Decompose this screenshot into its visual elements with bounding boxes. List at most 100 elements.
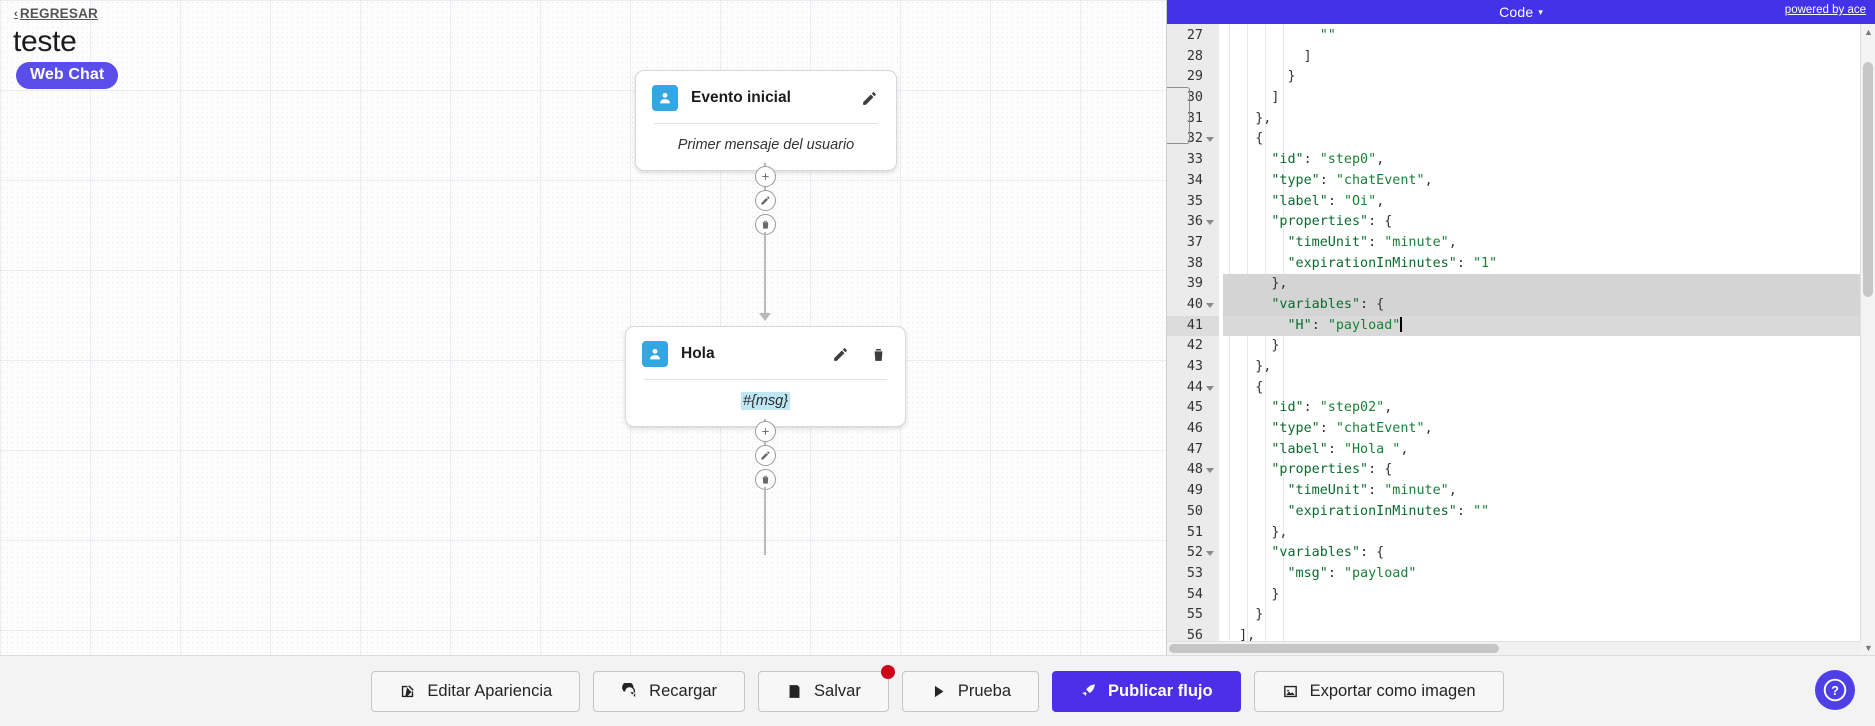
code-line[interactable]: }	[1223, 338, 1280, 354]
fold-toggle-icon[interactable]	[1206, 468, 1214, 474]
code-line[interactable]: },	[1223, 274, 1875, 295]
fold-toggle-icon[interactable]	[1206, 220, 1214, 226]
line-number[interactable]: 51	[1186, 524, 1203, 540]
code-line[interactable]: ],	[1223, 627, 1256, 643]
line-number[interactable]: 43	[1186, 359, 1203, 374]
edit-appearance-button[interactable]: Editar Apariencia	[371, 670, 581, 712]
pencil-icon[interactable]	[832, 346, 849, 363]
code-line[interactable]: "type": "chatEvent",	[1271, 172, 1433, 188]
line-number[interactable]: 47	[1186, 441, 1203, 457]
pencil-icon[interactable]	[755, 445, 776, 466]
code-line[interactable]: }	[1223, 586, 1280, 602]
code-line[interactable]: "label": "Hola ",	[1271, 441, 1409, 457]
line-number[interactable]: 53	[1186, 565, 1203, 581]
flow-node-hola[interactable]: Hola #{msg}	[625, 326, 906, 427]
line-number[interactable]: 52	[1167, 543, 1219, 564]
line-number[interactable]: 39	[1186, 276, 1203, 292]
line-number[interactable]: 36	[1167, 212, 1219, 233]
code-line[interactable]: ]	[1223, 48, 1312, 64]
trash-icon[interactable]	[870, 346, 887, 363]
fold-toggle-icon[interactable]	[1206, 302, 1214, 308]
reload-button[interactable]: Recargar	[593, 670, 746, 712]
help-button[interactable]: ?	[1815, 670, 1855, 710]
code-text-area[interactable]: "" ] } ] }, { "id": "step0", "type": "ch…	[1219, 24, 1875, 655]
scrollbar-thumb[interactable]	[1169, 644, 1499, 653]
pencil-icon[interactable]	[755, 190, 776, 211]
fold-toggle-icon[interactable]	[1206, 551, 1214, 557]
line-number[interactable]: 37	[1186, 234, 1203, 250]
editor-horizontal-scrollbar[interactable]	[1167, 641, 1861, 655]
line-number[interactable]: 35	[1186, 193, 1203, 209]
line-number[interactable]: 31	[1186, 110, 1203, 126]
code-line[interactable]: "properties": {	[1271, 462, 1393, 478]
line-number[interactable]: 32	[1167, 129, 1219, 150]
publish-flow-button[interactable]: Publicar flujo	[1052, 670, 1241, 712]
code-line[interactable]: "type": "chatEvent",	[1271, 421, 1433, 437]
line-number[interactable]: 40	[1167, 295, 1219, 316]
code-line[interactable]: }	[1223, 607, 1264, 623]
line-number[interactable]: 45	[1186, 400, 1203, 416]
code-line[interactable]: "variables": {	[1271, 545, 1385, 561]
line-number[interactable]: 48	[1167, 460, 1219, 481]
line-number[interactable]: 28	[1186, 48, 1203, 64]
code-line[interactable]: "msg": "payload"	[1287, 565, 1417, 581]
code-line[interactable]: },	[1223, 524, 1288, 540]
line-number[interactable]: 44	[1167, 378, 1219, 399]
trash-icon[interactable]	[755, 469, 776, 490]
back-link[interactable]: ‹ REGRESAR	[14, 6, 98, 21]
line-number[interactable]: 42	[1186, 338, 1203, 354]
flow-canvas[interactable]: ‹ REGRESAR teste Web Chat Evento inicial…	[0, 0, 1166, 726]
line-number[interactable]: 49	[1186, 483, 1203, 499]
powered-by-link[interactable]: powered by ace	[1784, 4, 1866, 16]
connector-actions[interactable]	[755, 166, 776, 235]
export-image-button[interactable]: Exportar como imagen	[1253, 670, 1504, 712]
plus-icon[interactable]	[755, 166, 776, 187]
fold-toggle-icon[interactable]	[1206, 137, 1214, 143]
code-line[interactable]: {	[1223, 131, 1264, 147]
line-number[interactable]: 56	[1186, 627, 1203, 643]
plus-icon[interactable]	[755, 421, 776, 442]
code-line[interactable]: ]	[1223, 90, 1280, 106]
code-line[interactable]: "id": "step0",	[1271, 152, 1385, 168]
connector-line	[764, 487, 766, 555]
fold-toggle-icon[interactable]	[1206, 385, 1214, 391]
line-number[interactable]: 29	[1186, 69, 1203, 85]
editor-vertical-scrollbar[interactable]: ▲ ▼	[1860, 24, 1875, 655]
code-line[interactable]: "timeUnit": "minute",	[1287, 234, 1457, 250]
code-line[interactable]: },	[1223, 359, 1272, 374]
chevron-down-icon[interactable]: ▾	[1538, 6, 1543, 17]
line-number[interactable]: 34	[1186, 172, 1203, 188]
code-line[interactable]: {	[1223, 379, 1264, 395]
scrollbar-thumb[interactable]	[1863, 62, 1873, 297]
code-line[interactable]: "label": "Oi",	[1271, 193, 1385, 209]
code-line[interactable]: "properties": {	[1271, 214, 1393, 230]
flow-node-evento-inicial[interactable]: Evento inicial Primer mensaje del usuari…	[635, 70, 897, 171]
code-line[interactable]: },	[1223, 110, 1272, 126]
test-button[interactable]: Prueba	[901, 670, 1040, 712]
line-number[interactable]: 33	[1186, 152, 1203, 168]
line-number[interactable]: 55	[1186, 607, 1203, 623]
connector-actions[interactable]	[755, 421, 776, 490]
code-line[interactable]: }	[1223, 69, 1296, 85]
code-line[interactable]: ""	[1319, 28, 1336, 43]
save-button[interactable]: Salvar	[758, 664, 895, 712]
code-line[interactable]: "timeUnit": "minute",	[1287, 483, 1457, 499]
line-number[interactable]: 46	[1186, 421, 1203, 437]
line-number[interactable]: 50	[1186, 503, 1203, 519]
line-number[interactable]: 54	[1186, 586, 1203, 602]
code-line[interactable]: "variables": {	[1223, 294, 1875, 316]
pencil-icon[interactable]	[861, 90, 878, 107]
line-number[interactable]: 30	[1186, 90, 1203, 106]
code-line[interactable]: "H": "payload"	[1223, 315, 1875, 337]
code-line[interactable]: "expirationInMinutes": ""	[1287, 503, 1490, 519]
line-number[interactable]: 38	[1186, 255, 1203, 271]
scroll-down-arrow-icon[interactable]: ▼	[1864, 642, 1873, 653]
scroll-up-arrow-icon[interactable]: ▲	[1864, 26, 1873, 37]
line-number[interactable]: 41	[1167, 315, 1219, 337]
line-number[interactable]: 27	[1186, 28, 1203, 43]
code-line[interactable]: "id": "step02",	[1271, 400, 1393, 416]
code-line[interactable]: "expirationInMinutes": "1"	[1287, 255, 1498, 271]
